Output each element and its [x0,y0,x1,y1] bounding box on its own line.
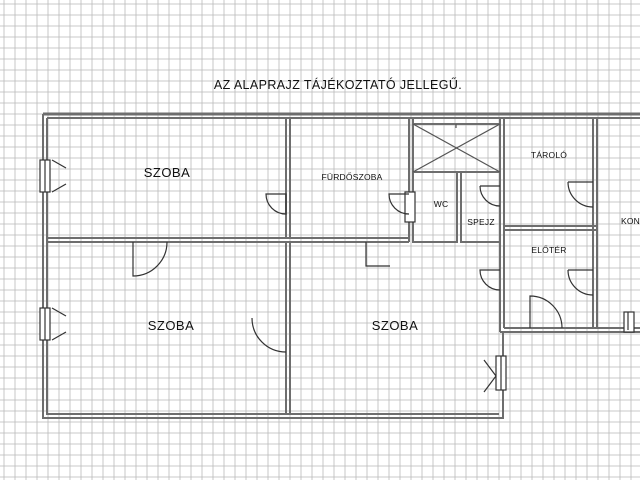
door-swing [51,307,67,341]
disclaimer-note: AZ ALAPRAJZ TÁJÉKOZTATÓ JELLEGŰ. [214,77,462,92]
doors [51,159,629,393]
room-label-szoba-top: SZOBA [144,165,191,180]
door-swing [51,159,67,193]
interior-wall [504,225,596,231]
interior-wall [592,118,598,328]
room-label-spejz: SPEJZ [467,217,494,227]
window-far-right [623,311,635,333]
outer-wall [46,118,499,415]
window-furdo [404,191,416,223]
walls [42,112,640,419]
interior-wall [499,118,505,328]
door-swing [251,317,287,353]
room-label-wc: WC [434,199,449,209]
door-swing [388,193,410,215]
door-swing [479,185,501,207]
room-label-szoba-right: SZOBA [372,318,419,333]
interior-wall [47,237,409,243]
door-swing [479,269,501,291]
room-label-eloter: ELŐTÉR [531,245,566,255]
windows [39,159,635,391]
room-label-furdoszoba: FÜRDŐSZOBA [321,172,382,182]
interior-wall [285,242,291,414]
interior-wall [500,327,640,333]
door-swing [265,193,287,215]
door-swing [567,269,594,296]
door-swing [529,295,563,329]
shaft-cross [412,123,501,173]
room-label-szoba-left: SZOBA [148,318,195,333]
room-label-tarolo: TÁROLÓ [531,150,567,160]
interior-wall [460,172,500,243]
door-swing [365,242,390,267]
outer-wall [42,114,504,419]
door-swing [483,359,497,393]
door-swing [567,181,594,208]
interior-wall [285,118,291,238]
door-swing [132,241,168,277]
room-label-konyha: KON [621,216,640,226]
